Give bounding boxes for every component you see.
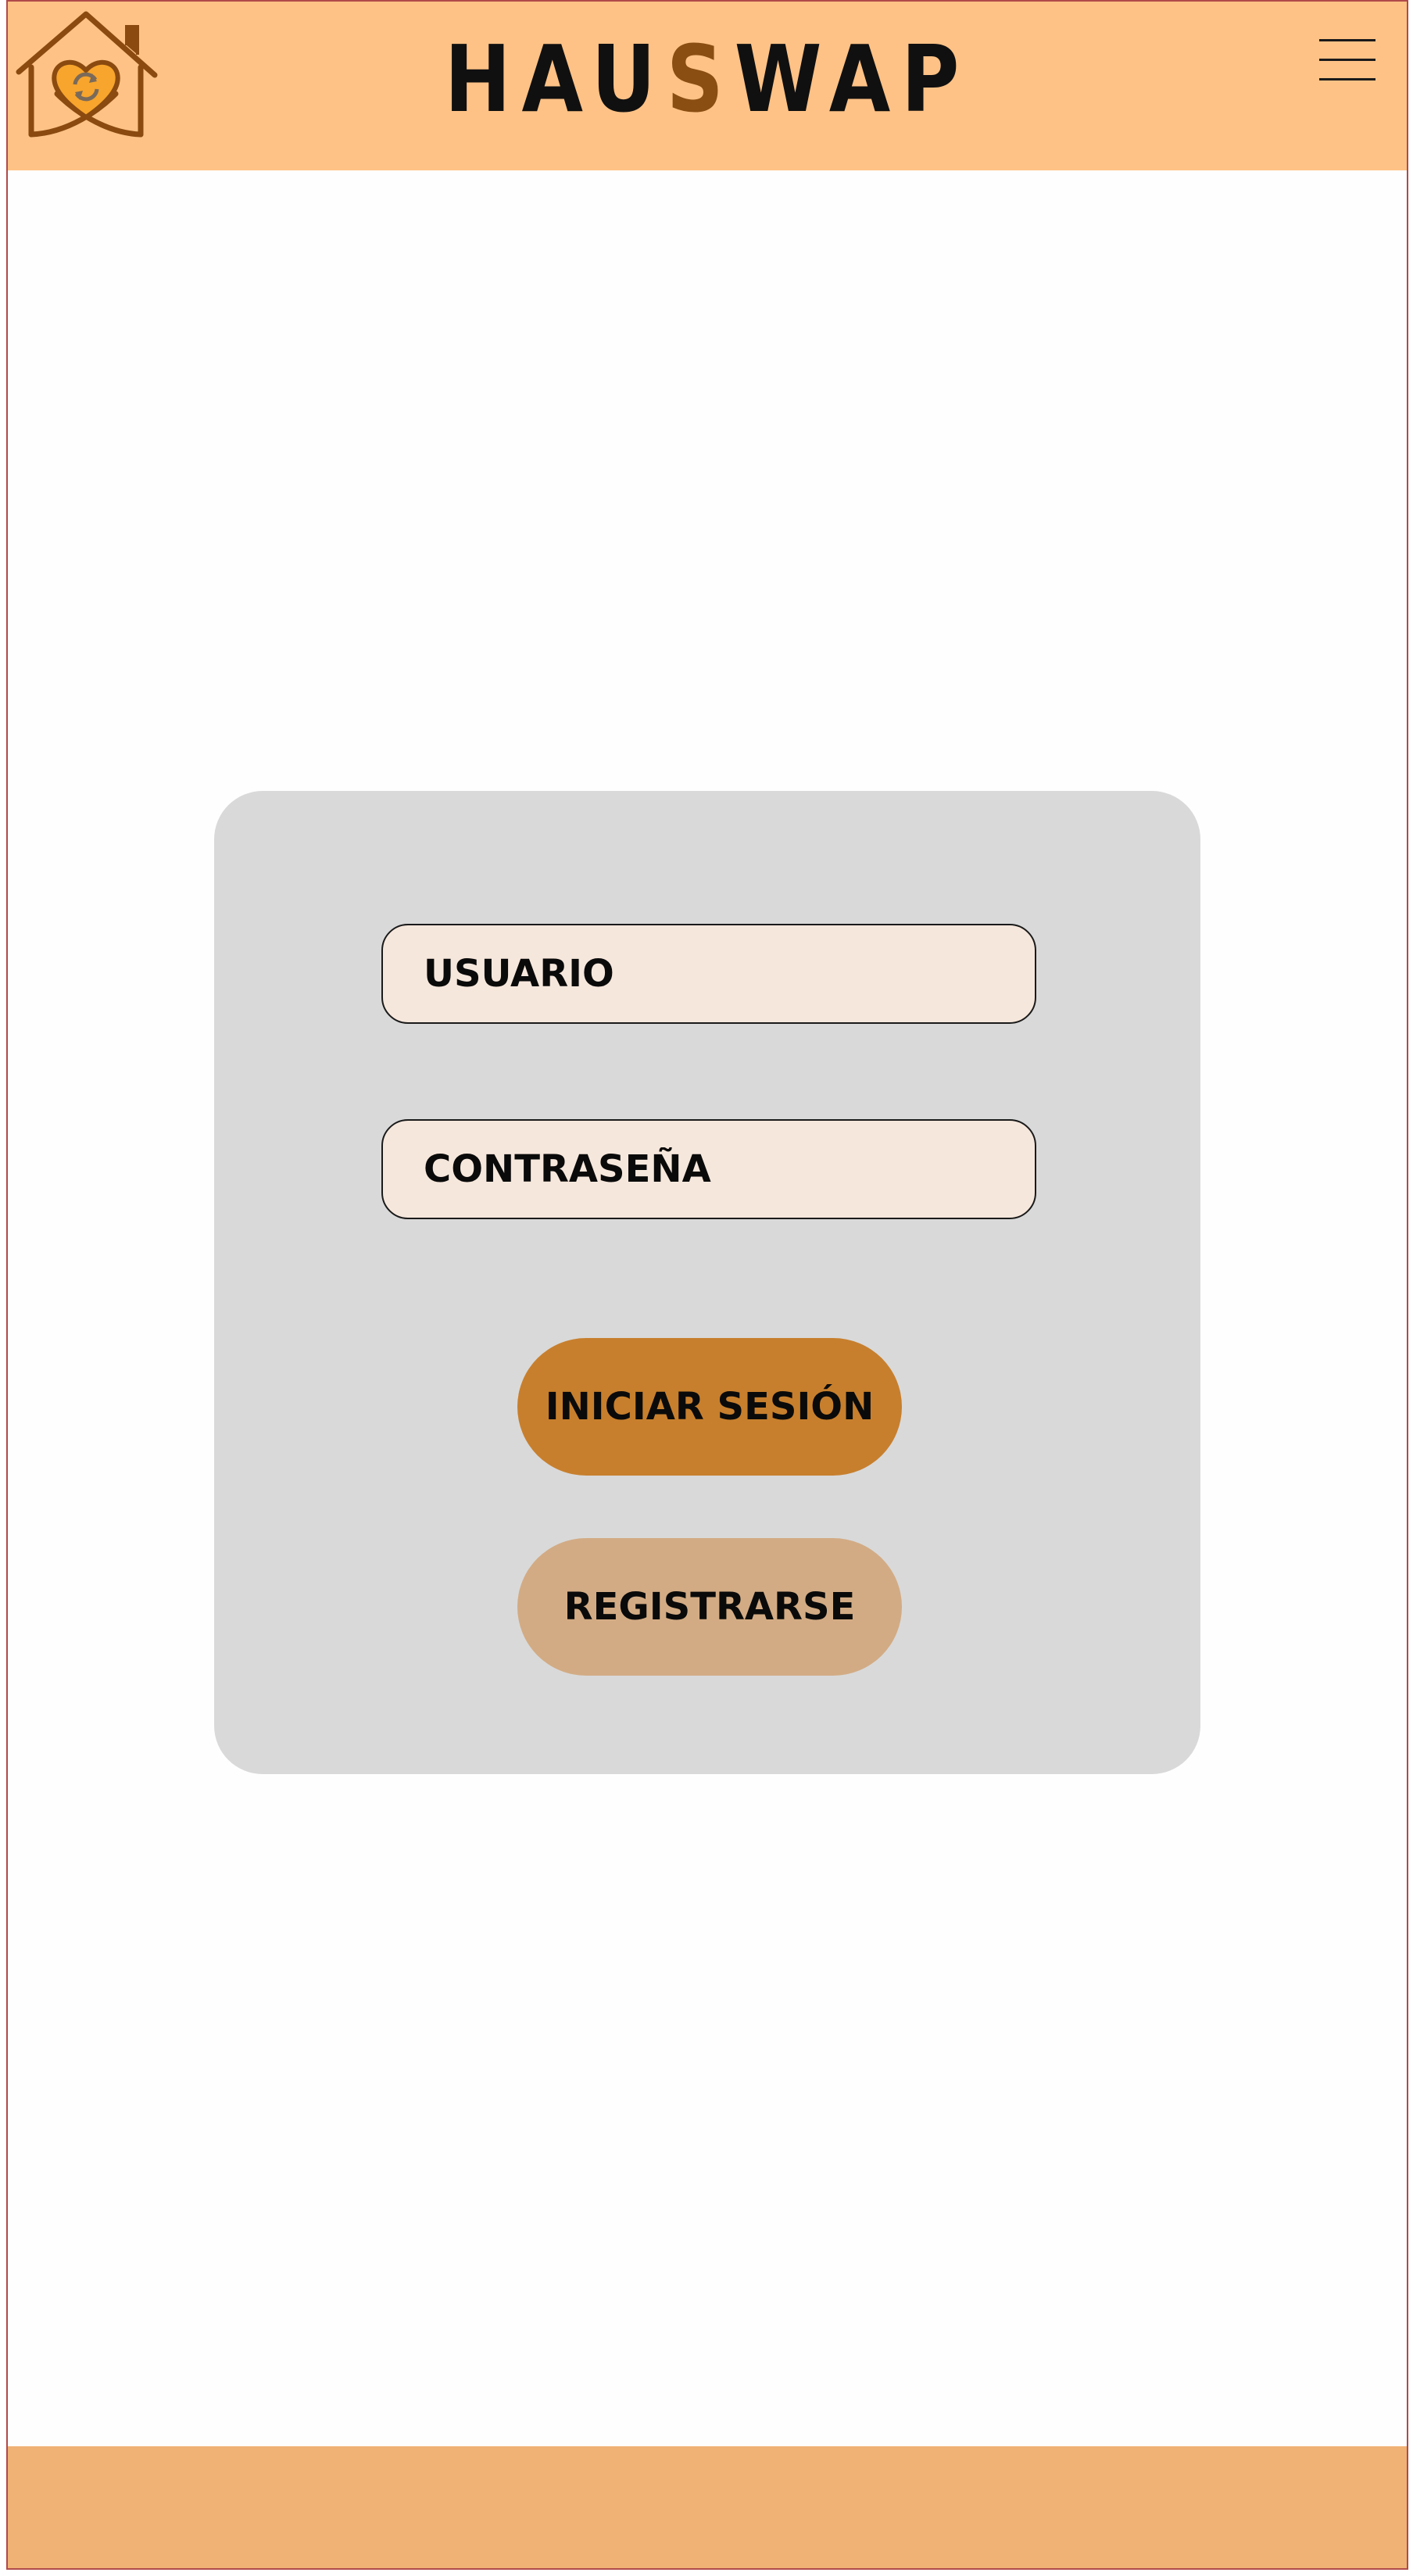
footer: [8, 2446, 1407, 2568]
password-input[interactable]: [381, 1119, 1036, 1219]
login-button[interactable]: INICIAR SESIÓN: [517, 1338, 902, 1476]
menu-line: [1319, 59, 1375, 61]
brand-highlight: S: [666, 25, 735, 133]
register-button[interactable]: REGISTRARSE: [517, 1538, 902, 1676]
username-input[interactable]: [381, 924, 1036, 1024]
app-frame: HAUSWAP INICIAR SESIÓN REGISTRARSE: [6, 0, 1408, 2570]
hamburger-menu-icon[interactable]: [1319, 33, 1375, 88]
brand-title: HAUSWAP: [106, 33, 1308, 125]
login-card: INICIAR SESIÓN REGISTRARSE: [214, 791, 1200, 1774]
menu-line: [1319, 39, 1375, 41]
house-heart-swap-icon[interactable]: [14, 8, 163, 141]
brand-suffix: WAP: [734, 25, 971, 133]
brand-prefix: HAU: [444, 25, 667, 133]
header: HAUSWAP: [8, 2, 1407, 170]
menu-line: [1319, 78, 1375, 80]
